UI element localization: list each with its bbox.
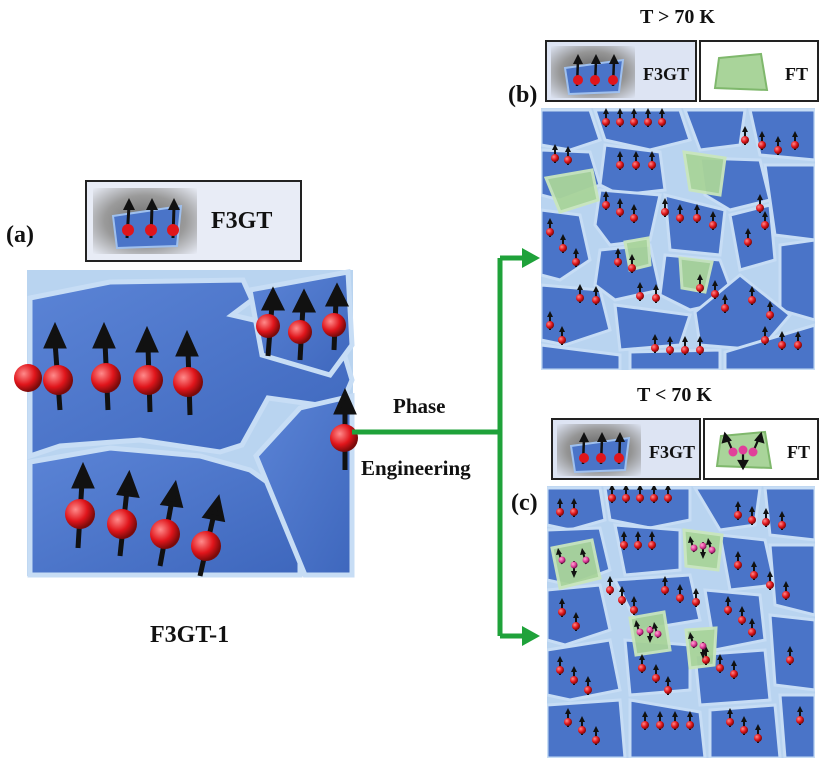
panel-c-label: (c) xyxy=(511,490,538,516)
f3gt-legend-text: F3GT xyxy=(211,208,273,234)
f3gt-legend-icon xyxy=(569,432,631,474)
ft-legend-text: FT xyxy=(787,442,811,462)
ft-legend-icon xyxy=(713,52,769,92)
f3gt-legend-icon xyxy=(111,198,183,250)
phase-label: Phase xyxy=(393,394,446,418)
panel-a-label: (a) xyxy=(6,222,34,248)
panel-a-caption: F3GT-1 xyxy=(150,622,230,648)
engineering-label: Engineering xyxy=(361,456,471,480)
f3gt-legend-icon xyxy=(563,54,625,96)
f3gt-legend-text: F3GT xyxy=(643,64,690,84)
ft-legend-text: FT xyxy=(785,64,809,84)
panel-b-legend-ft: FT xyxy=(699,40,819,102)
spin-atoms-a xyxy=(14,313,358,561)
panel-b-legend-f3gt: F3GT xyxy=(545,40,697,102)
panel-c-condition: T < 70 K xyxy=(637,384,712,406)
panel-b-condition: T > 70 K xyxy=(640,6,715,28)
panel-a-legend: F3GT xyxy=(85,180,302,262)
ft-legend-icon xyxy=(715,430,773,471)
panel-c-legend-f3gt: F3GT xyxy=(551,418,701,480)
panel-b-label: (b) xyxy=(508,82,538,108)
panel-c-legend-ft: FT xyxy=(703,418,819,480)
f3gt-legend-text: F3GT xyxy=(649,442,696,462)
